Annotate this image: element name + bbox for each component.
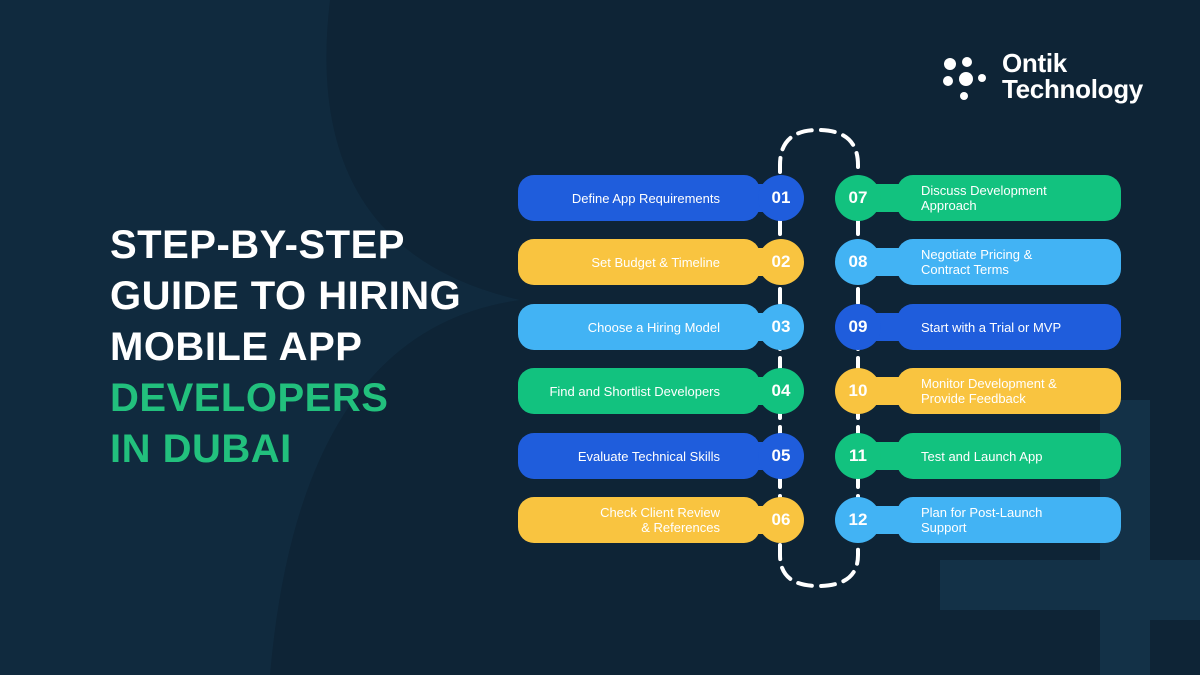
background-corner-mark [940,400,1200,675]
step-01-text: Define App Requirements [572,191,720,206]
step-06-text-line-1: Check Client Review [600,505,720,520]
step-05-label: Evaluate Technical Skills [524,433,720,479]
step-05-text: Evaluate Technical Skills [578,449,720,464]
step-08-pill [897,239,1121,285]
title-line-4: Developers [110,376,389,420]
step-10-pill [897,368,1121,414]
step-01-text-line: Define App Requirements [571,190,720,206]
step-11-text-line: Test and Launch App [921,448,1043,464]
step-10-number: 10 [835,368,881,414]
brand-logo: Ontik Technology [940,50,1160,110]
step-05-pill [518,433,760,479]
step-03-pill [518,304,760,350]
step-09-label: Start with a Trial or MVP [921,304,1111,350]
step-12-text: Plan for Post-Launch Support [921,505,1042,535]
title-line-3: Mobile App [110,325,363,369]
step-10-text-line-1: Monitor Development & [921,376,1057,391]
step-06-text-line-2: & References [641,520,720,535]
step-12-text-line-1: Plan for Post-Launch [921,505,1043,520]
step-12-pill [897,497,1121,543]
step-02-text-line: Set Budget & Timeline [591,254,720,270]
background-star-shape [0,0,520,675]
step-08-text-line-1: Negotiate Pricing & [921,247,1033,262]
step-04-number: 04 [758,368,804,414]
step-03-number: 03 [758,304,804,350]
title-line-5: in Dubai [110,427,292,471]
step-07-text: Discuss Development Approach [921,183,1047,213]
title-line-1: Step-by-Step [110,223,405,267]
dots-logo-icon [943,57,986,100]
step-08-text-line-2: Contract Terms [921,262,1009,277]
step-06-pill [518,497,760,543]
brand-name-line2: Technology [1002,74,1143,104]
step-03-label: Choose a Hiring Model [524,304,720,350]
step-04-text-line: Find and Shortlist Developers [549,383,720,399]
step-08-label: Negotiate Pricing & Contract Terms [921,239,1111,285]
step-10-text-line-2: Provide Feedback [921,391,1026,406]
step-01-number: 01 [758,175,804,221]
step-11-pill [897,433,1121,479]
step-12-text-line-2: Support [921,520,967,535]
step-07-label: Discuss Development Approach [921,175,1111,221]
step-02-label: Set Budget & Timeline [524,239,720,285]
step-07-number: 07 [835,175,881,221]
step-04-label: Find and Shortlist Developers [524,368,720,414]
step-05-number: 05 [758,433,804,479]
page-title: Step-by-Step Guide to Hiring Mobile App … [110,220,461,475]
step-09-text: Start with a Trial or MVP [921,320,1061,335]
step-09-text-line: Start with a Trial or MVP [921,319,1062,335]
step-07-text-line-2: Approach [921,198,977,213]
step-04-text: Find and Shortlist Developers [549,384,720,399]
step-10-text: Monitor Development & Provide Feedback [921,376,1057,406]
step-02-number: 02 [758,239,804,285]
step-02-text: Set Budget & Timeline [591,255,720,270]
step-12-label: Plan for Post-Launch Support [921,497,1111,543]
step-08-number: 08 [835,239,881,285]
step-01-pill [518,175,760,221]
step-06-text: Check Client Review & References [600,505,720,535]
step-07-pill [897,175,1121,221]
step-06-number: 06 [758,497,804,543]
brand-name: Ontik Technology [1002,50,1143,102]
step-03-text: Choose a Hiring Model [588,320,720,335]
step-06-label: Check Client Review & References [524,497,720,543]
step-07-text-line-1: Discuss Development [921,183,1047,198]
step-11-text: Test and Launch App [921,449,1042,464]
step-05-text-line: Evaluate Technical Skills [577,448,720,464]
step-04-pill [518,368,760,414]
title-line-2: Guide to Hiring [110,274,462,318]
step-10-label: Monitor Development & Provide Feedback [921,368,1111,414]
step-03-text-line: Choose a Hiring Model [587,319,720,335]
step-11-number: 11 [835,433,881,479]
step-02-pill [518,239,760,285]
step-09-pill [897,304,1121,350]
brand-name-line1: Ontik [1002,48,1067,78]
step-08-text: Negotiate Pricing & Contract Terms [921,247,1032,277]
step-09-number: 09 [835,304,881,350]
step-01-label: Define App Requirements [524,175,720,221]
step-12-number: 12 [835,497,881,543]
step-11-label: Test and Launch App [921,433,1111,479]
